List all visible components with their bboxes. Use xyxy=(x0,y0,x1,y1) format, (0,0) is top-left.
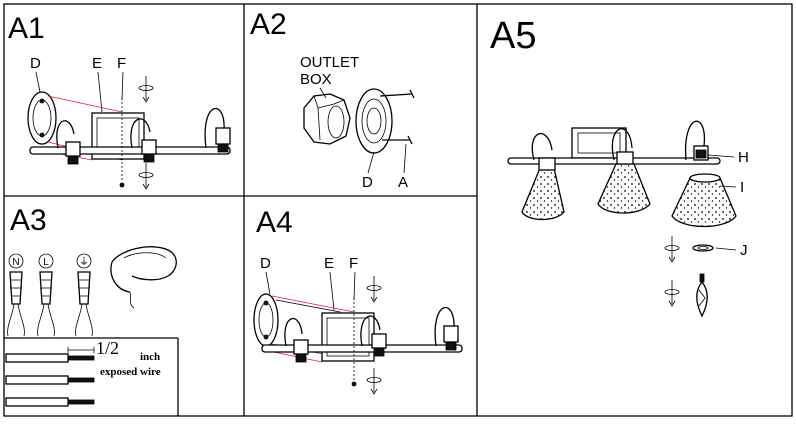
outlet-mounting-plate xyxy=(355,88,393,154)
backplate xyxy=(321,312,375,362)
svg-text:N: N xyxy=(12,257,19,268)
mounting-plate xyxy=(27,91,57,145)
panel-a3-title: A3 xyxy=(10,204,47,237)
outlet-box xyxy=(303,93,351,145)
label-d: D xyxy=(30,55,41,72)
measure-value: 1/2 xyxy=(96,338,119,358)
outlet-box-label-2: BOX xyxy=(300,71,332,88)
label-e: E xyxy=(324,255,334,272)
panel-a4-title: A4 xyxy=(256,206,293,239)
light-bulb xyxy=(696,273,708,318)
label-d: D xyxy=(362,174,373,191)
panel-a2: A2 OUTLET BOX D A xyxy=(250,8,415,191)
panel-a2-title: A2 xyxy=(250,8,287,41)
electrical-tape xyxy=(110,246,177,309)
panel-a4: A4 D E F xyxy=(253,206,463,395)
stripped-wires xyxy=(4,337,179,416)
panel-a3: A3 N L ⏚ xyxy=(4,204,179,416)
label-j: J xyxy=(740,242,748,259)
label-a: A xyxy=(398,174,408,191)
wire-nut-1 xyxy=(7,271,25,337)
wire-symbol-neutral: N xyxy=(8,253,24,269)
mounting-plate xyxy=(253,293,279,347)
wire-nut-3 xyxy=(75,271,93,337)
label-h: H xyxy=(738,149,749,166)
svg-text:L: L xyxy=(43,257,49,268)
panel-a5: A5 H I xyxy=(490,15,749,318)
label-i: I xyxy=(740,179,744,196)
measure-unit: inch xyxy=(140,351,160,363)
glass-shade-2 xyxy=(597,151,651,214)
outlet-box-label-1: OUTLET xyxy=(300,54,359,71)
glass-shade-3 xyxy=(671,173,737,228)
panel-a1-title: A1 xyxy=(8,12,45,45)
glass-shade-1 xyxy=(521,157,565,221)
svg-text:⏚: ⏚ xyxy=(79,256,89,268)
label-f: F xyxy=(349,255,358,272)
panel-a5-title: A5 xyxy=(490,15,536,57)
wire-nut-2 xyxy=(37,271,55,337)
label-f: F xyxy=(117,55,126,72)
wire-symbol-ground: ⏚ xyxy=(76,253,92,269)
label-d: D xyxy=(260,255,271,272)
measure-caption: exposed wire xyxy=(100,366,161,378)
panel-a1: A1 D E F xyxy=(8,12,231,190)
retaining-ring xyxy=(692,244,714,252)
label-e: E xyxy=(92,55,102,72)
wire-symbol-live: L xyxy=(38,253,54,269)
panel-grid xyxy=(3,3,793,417)
